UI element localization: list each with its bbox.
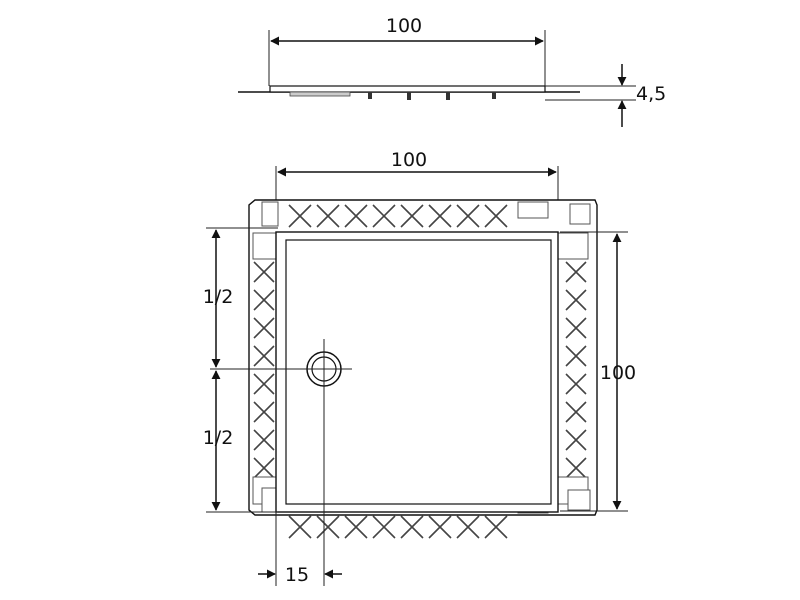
hatch-mark: [400, 515, 424, 539]
hatch-mark: [565, 457, 587, 479]
frame-hatch-bottom: [288, 515, 508, 539]
hatch-mark: [253, 317, 275, 339]
corner-block-top-right: [569, 203, 591, 225]
hatch-mark: [288, 515, 312, 539]
frame-hatch-top: [288, 204, 508, 228]
hatch-mark: [565, 429, 587, 451]
hatch-mark: [456, 204, 480, 228]
hatch-mark: [372, 204, 396, 228]
hatch-mark: [344, 515, 368, 539]
hatch-mark: [565, 261, 587, 283]
hatch-mark: [565, 373, 587, 395]
hatch-mark: [565, 345, 587, 367]
hatch-mark: [253, 261, 275, 283]
hatch-mark: [484, 515, 508, 539]
thickness-label: 4,5: [636, 83, 666, 105]
frame-hatch-left: [253, 261, 275, 479]
hatch-mark: [253, 289, 275, 311]
hatch-mark: [565, 401, 587, 423]
upper-half-label: 1/2: [203, 286, 234, 308]
hatch-mark: [428, 515, 452, 539]
hatch-mark: [400, 204, 424, 228]
hatch-mark: [253, 401, 275, 423]
side-support-feet: [368, 92, 496, 100]
drain-offset-label: 15: [285, 564, 309, 586]
leg-top-right: [557, 232, 589, 260]
hatch-mark: [316, 204, 340, 228]
side-drain-outlet: [289, 91, 351, 97]
side-view: 100 4,5: [238, 15, 666, 127]
hatch-mark: [253, 429, 275, 451]
hatch-mark: [456, 515, 480, 539]
hatch-mark: [428, 204, 452, 228]
connector-top-right: [517, 201, 549, 219]
hatch-mark: [253, 457, 275, 479]
hatch-mark: [253, 345, 275, 367]
hatch-mark: [372, 515, 396, 539]
lower-half-label: 1/2: [203, 427, 234, 449]
side-width-label: 100: [386, 15, 422, 37]
top-width-label: 100: [391, 149, 427, 171]
hatch-mark: [344, 204, 368, 228]
side-tray-body: [269, 85, 546, 93]
hatch-mark: [484, 204, 508, 228]
hatch-mark: [288, 204, 312, 228]
hatch-mark: [316, 515, 340, 539]
frame-hatch-right: [565, 261, 587, 479]
corner-block-bottom-right: [567, 489, 591, 511]
connector-top-left: [261, 201, 279, 227]
hatch-mark: [565, 289, 587, 311]
depth-label: 100: [600, 362, 636, 384]
hatch-mark: [565, 317, 587, 339]
top-view: 100: [203, 149, 636, 586]
hatch-mark: [253, 373, 275, 395]
